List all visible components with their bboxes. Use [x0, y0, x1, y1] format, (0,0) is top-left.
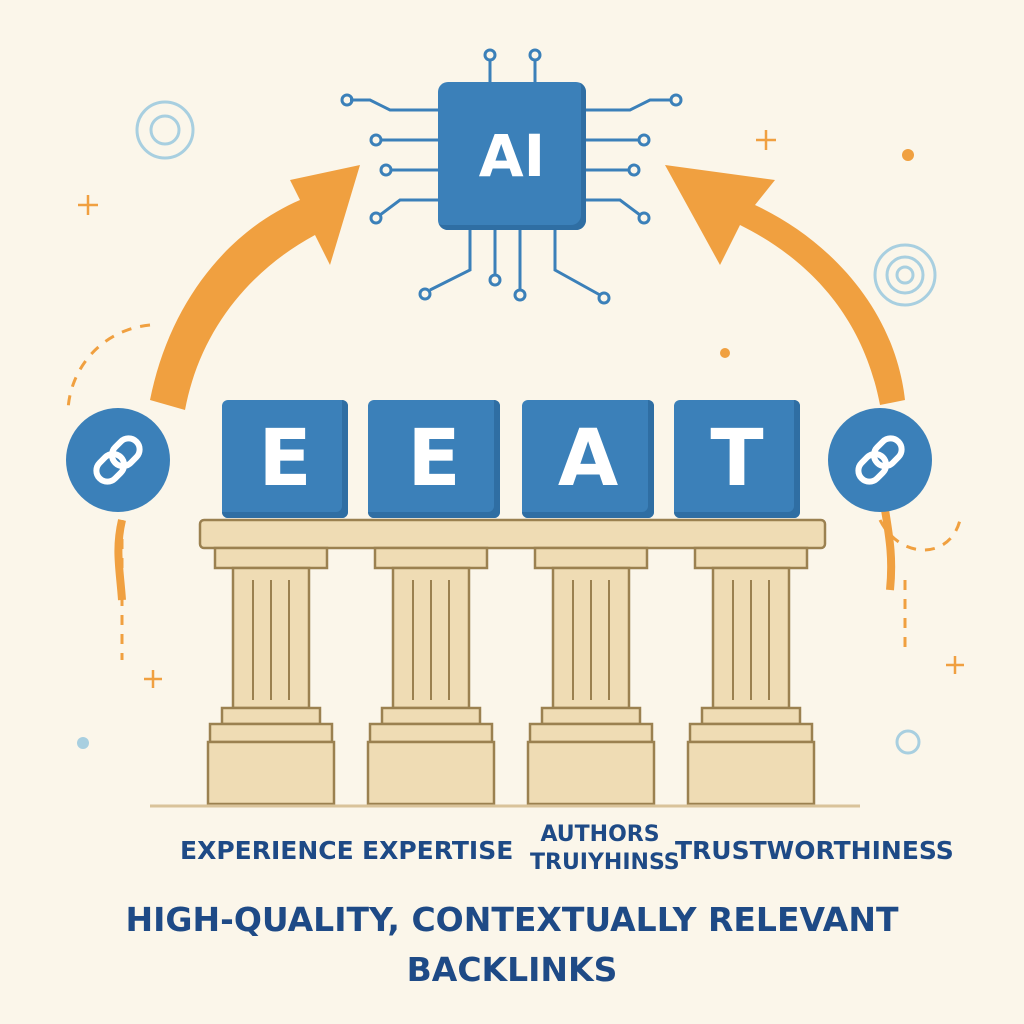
sparkles	[78, 130, 964, 688]
eeat-block-authoritativeness: A	[522, 400, 654, 518]
link-circle-left	[66, 408, 170, 512]
eeat-block-experience: E	[222, 400, 348, 518]
label-authors-line2: TRUIYHINSS	[530, 850, 680, 875]
eeat-block-trust: T	[674, 400, 800, 518]
pillars	[206, 546, 816, 806]
label-trustworthiness: TRUSTWORTHINESS	[675, 836, 954, 865]
beam	[198, 518, 827, 550]
title-line2: BACKLINKS	[406, 950, 618, 989]
arrow-left	[150, 165, 360, 410]
eeat-block-expertise: E	[368, 400, 500, 518]
ai-chip: AI	[438, 82, 586, 230]
label-authors-line1: AUTHORS	[540, 822, 660, 847]
label-expertise: EXPERTISE	[362, 836, 514, 865]
arrow-right	[665, 165, 905, 405]
circuit-traces	[340, 48, 683, 305]
dashed-paths	[66, 323, 962, 660]
label-experience: EXPERIENCE	[180, 836, 354, 865]
title-line1: HIGH-QUALITY, CONTEXTUALLY RELEVANT	[125, 900, 899, 939]
flutes	[252, 580, 770, 700]
link-circle-right	[828, 408, 932, 512]
decor-circles	[135, 100, 937, 755]
